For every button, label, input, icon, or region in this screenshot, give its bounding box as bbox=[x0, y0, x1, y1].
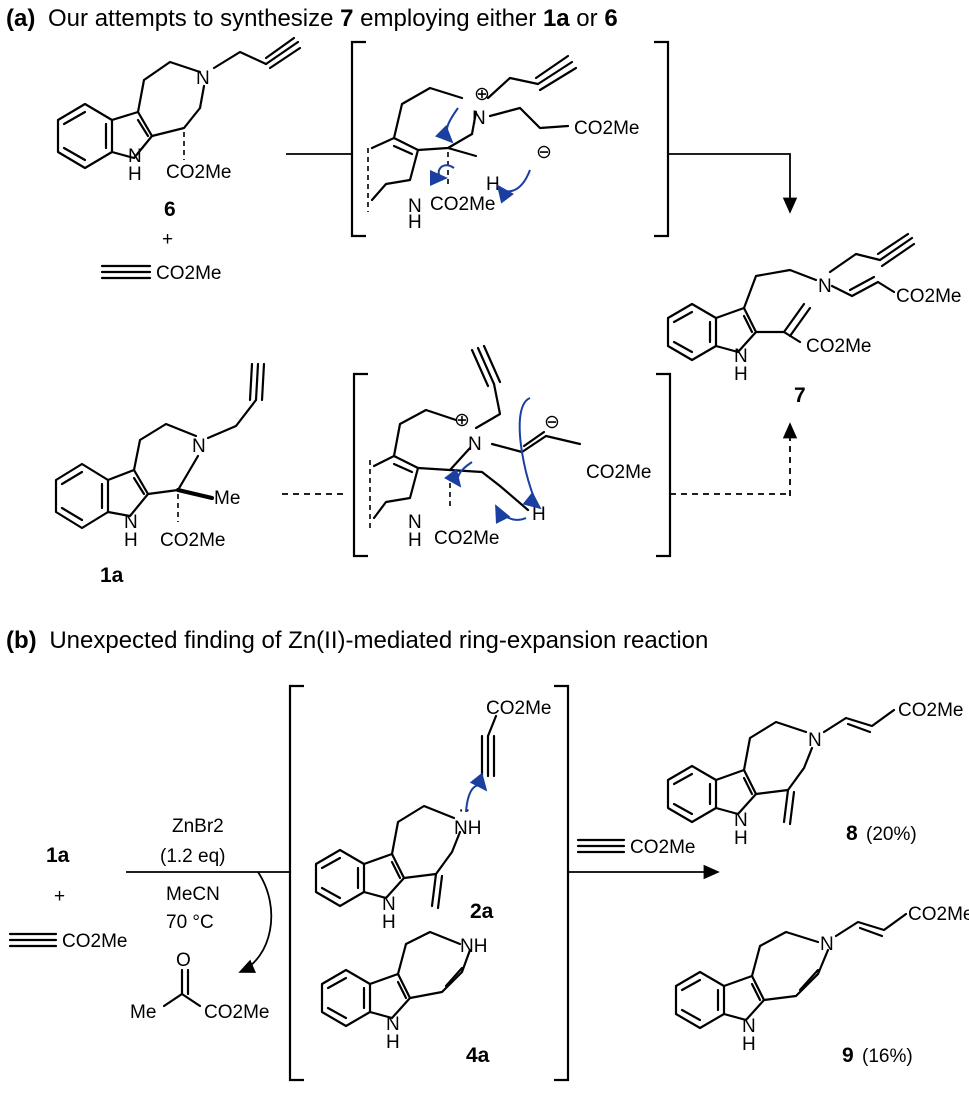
compound-7-ester-right: CO2Me bbox=[896, 286, 961, 307]
compound-6-nh: N bbox=[128, 146, 142, 167]
curly-arrow-3 bbox=[496, 169, 531, 204]
plus-sign-a: + bbox=[162, 229, 173, 250]
top-intermediate-minus: ⊖ bbox=[536, 142, 552, 163]
product-8-ester: CO2Me bbox=[898, 700, 963, 721]
intermediate-4a-indole-nh: N bbox=[386, 1014, 400, 1035]
propiolate-b2-structure bbox=[576, 838, 626, 854]
intermediate-2a-indole-nh: N bbox=[382, 894, 396, 915]
product-8-indole-nh: N bbox=[734, 810, 748, 831]
product-9-yield: (16%) bbox=[862, 1046, 913, 1067]
top-intermediate-ester-down: CO2Me bbox=[430, 194, 495, 215]
intermediate-4a-label: 4a bbox=[466, 1044, 490, 1067]
reagent-znbr2: ZnBr2 bbox=[172, 816, 224, 837]
top-intermediate-plus: ⊕ bbox=[474, 84, 490, 105]
product-9-ester: CO2Me bbox=[908, 904, 969, 925]
curly-arrow-2a bbox=[465, 772, 488, 813]
compound-7-structure bbox=[666, 232, 916, 362]
bottom-intermediate-nh: N bbox=[408, 512, 422, 533]
intermediate-2a-nh: NH bbox=[454, 818, 481, 839]
curly-arrow-2 bbox=[429, 164, 455, 186]
panel-b-plus: + bbox=[54, 886, 65, 907]
compound-7-label: 7 bbox=[794, 384, 806, 407]
bracket-left-b bbox=[288, 684, 304, 1082]
bracket-left-top bbox=[350, 40, 366, 238]
bracket-right-b bbox=[554, 684, 570, 1082]
byproduct-ester: CO2Me bbox=[204, 1002, 269, 1023]
intermediate-2a-label: 2a bbox=[470, 900, 494, 923]
compound-6-label: 6 bbox=[164, 198, 176, 221]
compound-1a-structure bbox=[54, 362, 266, 530]
compound-7-nh: N bbox=[734, 346, 748, 367]
bottom-intermediate-nh-h: H bbox=[408, 530, 422, 551]
compound-6-ester: CO2Me bbox=[166, 162, 231, 183]
curly-arrow-5 bbox=[518, 397, 542, 510]
bottom-intermediate-ester-right: CO2Me bbox=[586, 462, 651, 483]
bottom-intermediate-ester-down: CO2Me bbox=[434, 528, 499, 549]
propiolate-a-structure bbox=[100, 264, 152, 280]
compound-1a-n-atom: N bbox=[192, 436, 206, 457]
bracket-right-top bbox=[654, 40, 670, 238]
reagent-equiv: (1.2 eq) bbox=[160, 846, 225, 867]
compound-7-ester-down: CO2Me bbox=[806, 336, 871, 357]
propiolate-b-structure bbox=[8, 932, 58, 948]
product-8-label: 8 bbox=[846, 822, 858, 845]
bracket-right-bottom bbox=[656, 372, 672, 558]
product-9-structure bbox=[674, 912, 908, 1030]
top-intermediate-structure bbox=[367, 54, 578, 212]
curly-arrow-4 bbox=[444, 461, 473, 488]
byproduct-structure bbox=[162, 968, 202, 1008]
bottom-intermediate-plus: ⊕ bbox=[454, 410, 470, 431]
compound-6-structure bbox=[56, 36, 302, 170]
panel-b-heading: (b) Unexpected finding of Zn(II)-mediate… bbox=[6, 627, 708, 654]
compound-1a-ester: CO2Me bbox=[160, 530, 225, 551]
byproduct-me: Me bbox=[130, 1002, 156, 1023]
top-intermediate-h: H bbox=[486, 174, 500, 195]
top-intermediate-ester-right: CO2Me bbox=[574, 118, 639, 139]
top-intermediate-nh: N bbox=[408, 196, 422, 217]
compound-6-n-atom: N bbox=[196, 68, 210, 89]
intermediate-2a-lone-pair: ·· bbox=[458, 800, 471, 821]
product-8-structure bbox=[666, 708, 896, 826]
intermediate-4a-nh: NH bbox=[460, 936, 487, 957]
byproduct-arrow bbox=[238, 871, 273, 973]
compound-1a-nh-h: H bbox=[124, 530, 138, 551]
product-8-n-atom: N bbox=[808, 730, 822, 751]
arrow-to-7 bbox=[668, 153, 798, 214]
curly-arrow-1 bbox=[435, 107, 459, 144]
propiolate-a-ester: CO2Me bbox=[156, 263, 221, 284]
compound-1a-label: 1a bbox=[100, 564, 124, 587]
product-9-n-atom: N bbox=[820, 934, 834, 955]
compound-7-nh-h: H bbox=[734, 364, 748, 385]
second-reagent-ester: CO2Me bbox=[630, 837, 695, 858]
bottom-intermediate-minus: ⊖ bbox=[544, 412, 560, 433]
product-8-yield: (20%) bbox=[866, 824, 917, 845]
product-9-label: 9 bbox=[842, 1044, 854, 1067]
intermediate-2a-indole-h: H bbox=[382, 912, 396, 933]
top-intermediate-nh-h: H bbox=[408, 212, 422, 233]
bracket-left-bottom bbox=[352, 372, 368, 558]
intermediate-4a-indole-h: H bbox=[386, 1032, 400, 1053]
product-9-indole-h: H bbox=[742, 1034, 756, 1055]
compound-1a-me: Me bbox=[214, 488, 240, 509]
compound-6-h: H bbox=[128, 164, 142, 185]
intermediate-4a-structure bbox=[320, 930, 472, 1028]
curly-arrow-6 bbox=[495, 504, 527, 524]
top-intermediate-n-atom: N bbox=[472, 108, 486, 129]
compound-7-n-atom: N bbox=[818, 276, 832, 297]
solvent-mecn: MeCN bbox=[166, 884, 220, 905]
panel-a-heading: (a) Our attempts to synthesize 7 employi… bbox=[6, 5, 618, 32]
product-9-indole-nh: N bbox=[742, 1016, 756, 1037]
bottom-intermediate-structure bbox=[369, 344, 582, 530]
panel-b-reactant-1a: 1a bbox=[46, 844, 70, 867]
temperature: 70 °C bbox=[166, 912, 214, 933]
product-8-indole-h: H bbox=[734, 828, 748, 849]
byproduct-o: O bbox=[176, 950, 191, 971]
intermediate-2a-structure bbox=[314, 714, 498, 910]
compound-1a-nh: N bbox=[124, 512, 138, 533]
bottom-intermediate-n-atom: N bbox=[468, 434, 482, 455]
intermediate-2a-ester: CO2Me bbox=[486, 698, 551, 719]
propiolate-b-ester: CO2Me bbox=[62, 931, 127, 952]
